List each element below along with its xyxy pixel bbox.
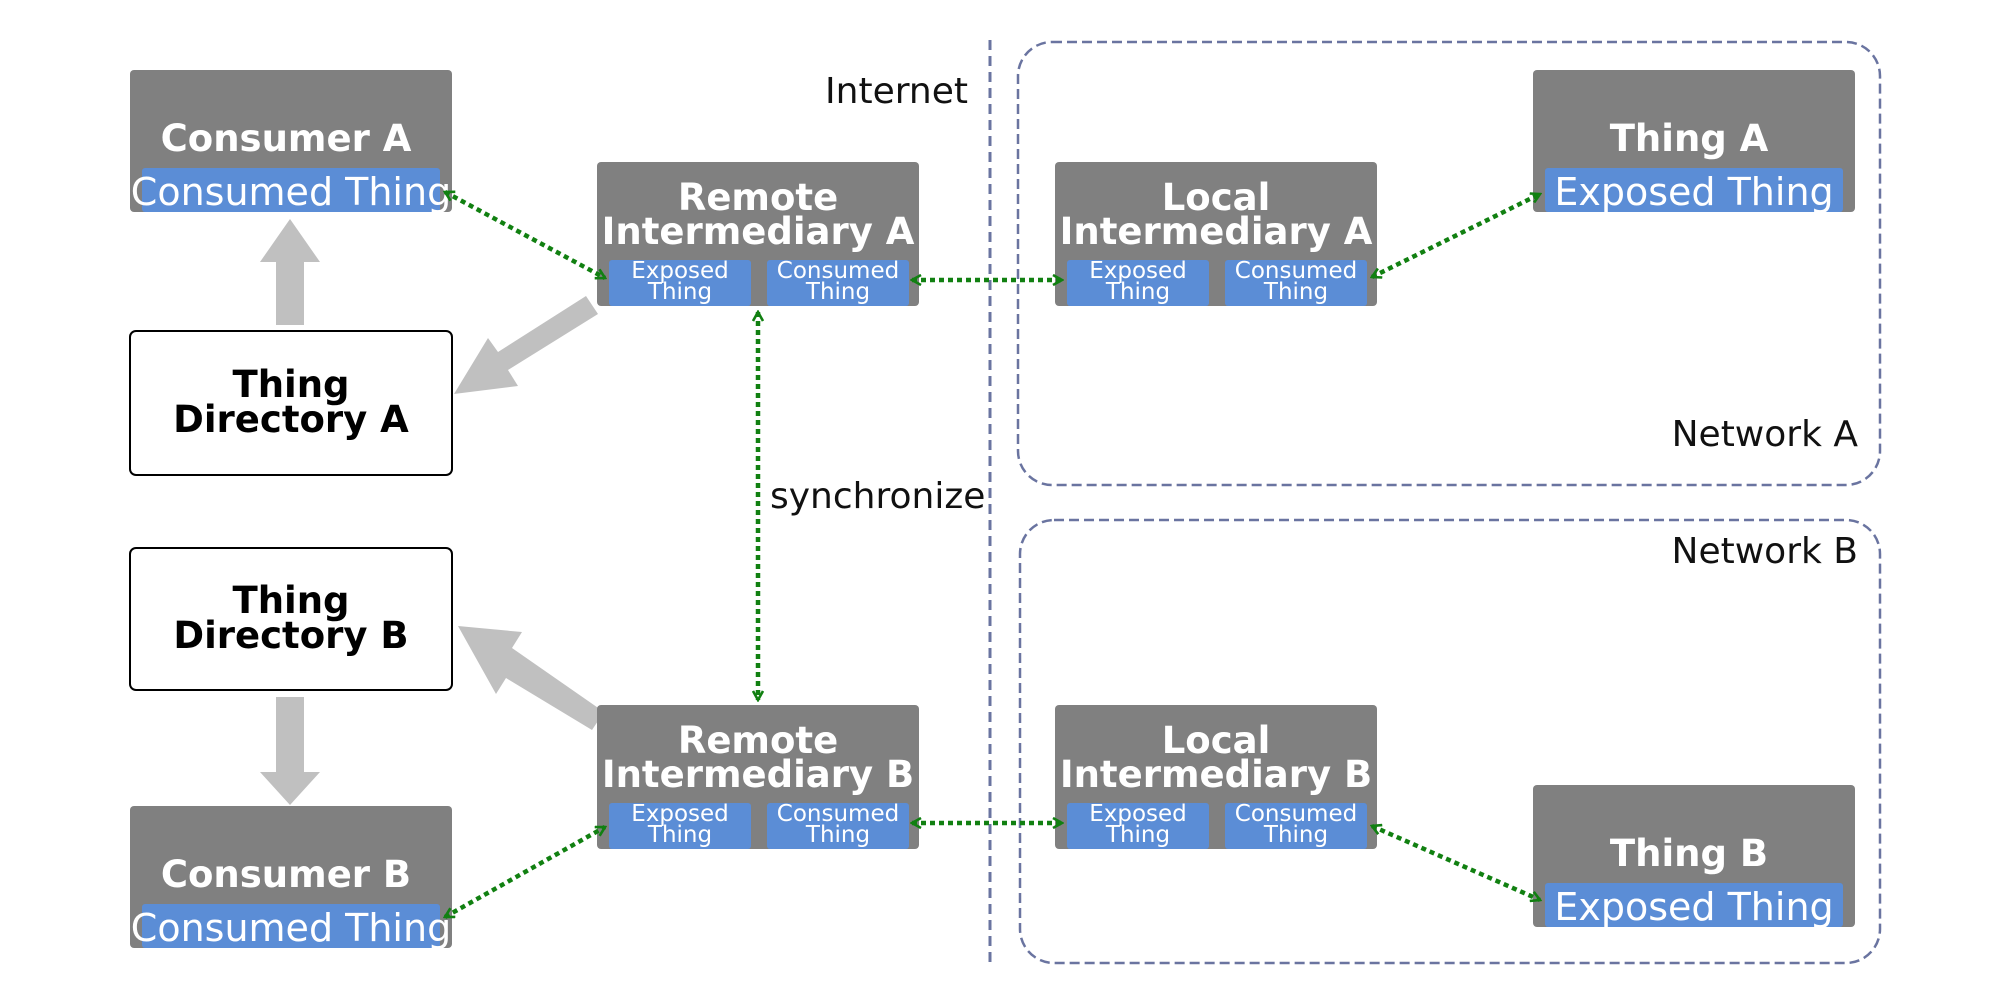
remote-a-exposed-label: Exposed (631, 258, 729, 284)
arrow-directory-b-to-consumer-b (260, 697, 320, 805)
arrow-directory-a-to-consumer-a (260, 219, 320, 325)
remote-b-exposed-label: Exposed (631, 801, 729, 827)
thing-directory-b-node: Thing Directory B (129, 547, 453, 691)
remote-b-consumed-thing (767, 803, 909, 849)
remote-intermediary-a-line2: Intermediary A (602, 210, 915, 253)
thing-directory-b-line1: Thing (232, 579, 349, 622)
network-a-boundary (1016, 40, 1882, 487)
arrow-remote-b-to-directory-b (458, 626, 604, 730)
network-b-label: Network B (1672, 531, 1858, 572)
remote-a-exposed-label-2: Thing (647, 279, 712, 305)
remote-b-exposed-label-2: Thing (647, 822, 712, 848)
local-intermediary-b-node: Local Intermediary B Exposed Thing Consu… (1055, 705, 1377, 849)
thing-directory-b-line2: Directory B (173, 614, 408, 657)
remote-intermediary-b-line2: Intermediary B (602, 753, 914, 796)
local-b-exposed-thing (1067, 803, 1209, 849)
consumer-a-title: Consumer A (161, 117, 412, 160)
remote-a-consumed-thing (767, 260, 909, 306)
thing-directory-a-line1: Thing (232, 363, 349, 406)
link-local-a-thing-a (1372, 191, 1540, 280)
local-b-exposed-label-2: Thing (1105, 822, 1170, 848)
link-consumer-b-remote-b (445, 825, 605, 919)
network-b-boundary (1018, 518, 1882, 965)
remote-a-consumed-label: Consumed (777, 258, 899, 284)
consumer-b-consumed-thing: Consumed Thing (131, 906, 451, 950)
link-local-b-thing-b (1372, 826, 1540, 900)
local-a-consumed-label: Consumed (1235, 258, 1357, 284)
local-intermediary-a-node: Local Intermediary A Exposed Thing Consu… (1055, 162, 1377, 306)
local-a-exposed-thing (1067, 260, 1209, 306)
local-a-consumed-label-2: Thing (1263, 279, 1328, 305)
remote-b-consumed-label: Consumed (777, 801, 899, 827)
local-b-consumed-label: Consumed (1235, 801, 1357, 827)
thing-b-node: Thing B Exposed Thing (1533, 785, 1855, 929)
local-a-exposed-label: Exposed (1089, 258, 1187, 284)
thing-a-exposed-thing: Exposed Thing (1554, 170, 1833, 214)
thing-directory-a-node: Thing Directory A (129, 330, 453, 476)
synchronize-label: synchronize (770, 476, 985, 517)
consumer-b-node: Consumer B Consumed Thing (130, 806, 452, 950)
thing-directory-a-line2: Directory A (173, 398, 409, 441)
remote-intermediary-b-node: Remote Intermediary B Exposed Thing Cons… (597, 705, 919, 849)
consumer-a-node: Consumer A Consumed Thing (130, 70, 452, 214)
local-intermediary-b-line2: Intermediary B (1060, 753, 1372, 796)
local-b-consumed-label-2: Thing (1263, 822, 1328, 848)
consumer-a-consumed-thing: Consumed Thing (131, 170, 451, 214)
thing-b-exposed-thing: Exposed Thing (1554, 885, 1833, 929)
network-a-label: Network A (1672, 414, 1859, 455)
link-consumer-a-remote-a (445, 190, 605, 280)
thing-b-title: Thing B (1610, 832, 1768, 875)
remote-b-consumed-label-2: Thing (805, 822, 870, 848)
local-b-exposed-label: Exposed (1089, 801, 1187, 827)
arrow-remote-a-to-directory-a (454, 296, 598, 394)
local-intermediary-a-line1: Local (1162, 176, 1271, 219)
thing-a-node: Thing A Exposed Thing (1533, 70, 1855, 214)
consumer-b-title: Consumer B (161, 853, 411, 896)
local-a-exposed-label-2: Thing (1105, 279, 1170, 305)
remote-intermediary-a-line1: Remote (678, 176, 838, 219)
internet-label: Internet (825, 71, 968, 112)
remote-a-consumed-label-2: Thing (805, 279, 870, 305)
remote-b-exposed-thing (609, 803, 751, 849)
remote-intermediary-a-node: Remote Intermediary A Exposed Thing Cons… (597, 162, 919, 306)
remote-a-exposed-thing (609, 260, 751, 306)
remote-intermediary-b-line1: Remote (678, 719, 838, 762)
thing-a-title: Thing A (1610, 117, 1769, 160)
local-intermediary-a-line2: Intermediary A (1060, 210, 1373, 253)
local-intermediary-b-line1: Local (1162, 719, 1271, 762)
local-b-consumed-thing (1225, 803, 1367, 849)
local-a-consumed-thing (1225, 260, 1367, 306)
